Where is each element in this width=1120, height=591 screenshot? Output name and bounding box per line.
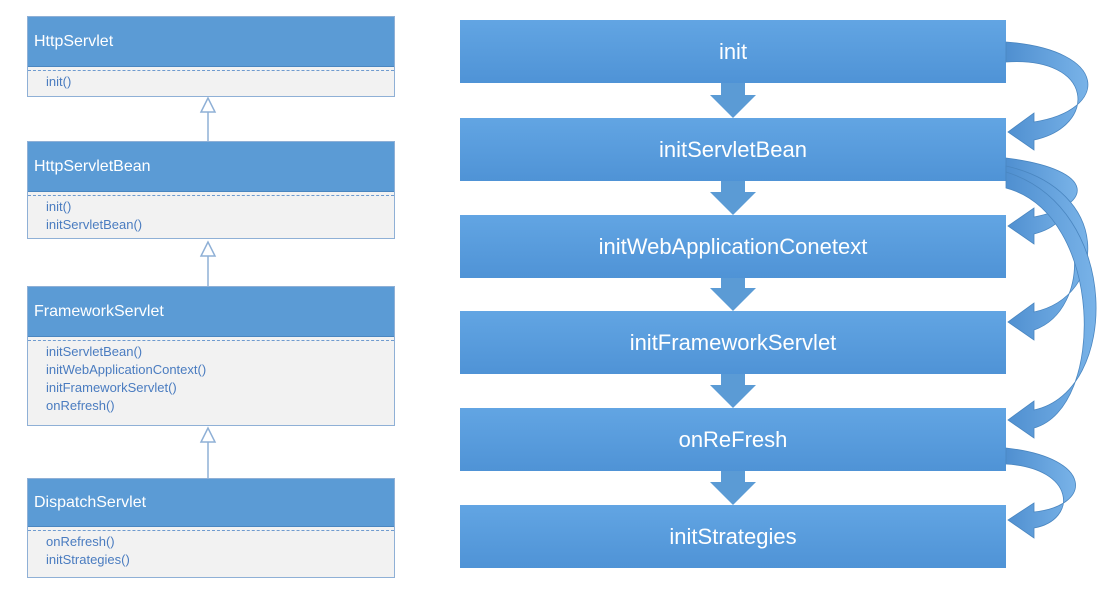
uml-separator: [28, 530, 394, 531]
uml-class-frameworkservlet: FrameworkServlet initServletBean() initW…: [27, 286, 395, 426]
uml-method-list: initServletBean() initWebApplicationCont…: [28, 341, 394, 415]
uml-method: initServletBean(): [46, 344, 143, 359]
uml-method: initFrameworkServlet(): [46, 380, 177, 395]
uml-method: initWebApplicationContext(): [46, 362, 207, 377]
down-arrow-icon: [710, 83, 756, 118]
inheritance-links: [199, 96, 217, 478]
down-arrow-icon: [710, 278, 756, 311]
curved-arrow-icon: [1005, 41, 1089, 151]
inheritance-arrowhead-icon: [199, 240, 217, 257]
inheritance-arrowhead-icon: [199, 426, 217, 443]
uml-method: initServletBean(): [46, 217, 143, 232]
uml-method: onRefresh(): [46, 534, 115, 549]
uml-method-list: init() initServletBean(): [28, 196, 394, 234]
uml-separator: [28, 340, 394, 341]
uml-method: init(): [46, 74, 72, 89]
inheritance-arrowhead-icon: [199, 96, 217, 113]
flow-step-initstrategies: initStrategies: [460, 505, 1006, 568]
down-arrow-icon: [710, 181, 756, 215]
uml-method-list: onRefresh() initStrategies(): [28, 531, 394, 569]
flow-step-init: init: [460, 20, 1006, 83]
flow-down-arrows: [710, 83, 756, 505]
uml-class-dispatchservlet: DispatchServlet onRefresh() initStrategi…: [27, 478, 395, 578]
uml-separator: [28, 70, 394, 71]
flow-step-initframeworkservlet: initFrameworkServlet: [460, 311, 1006, 374]
uml-method: init(): [46, 199, 72, 214]
uml-method: onRefresh(): [46, 398, 115, 413]
flow-step-onrefresh: onReFresh: [460, 408, 1006, 471]
call-curves: [1005, 41, 1097, 539]
uml-class-name: DispatchServlet: [28, 479, 394, 527]
uml-separator: [28, 195, 394, 196]
uml-method: initStrategies(): [46, 552, 130, 567]
curved-arrow-icon: [1005, 171, 1097, 439]
uml-class-name: HttpServlet: [28, 17, 394, 67]
flow-step-initservletbean: initServletBean: [460, 118, 1006, 181]
down-arrow-icon: [710, 471, 756, 505]
uml-class-name: FrameworkServlet: [28, 287, 394, 337]
flow-step-initwebapplicationcontext: initWebApplicationConetext: [460, 215, 1006, 278]
curved-arrow-icon: [1005, 447, 1076, 539]
uml-class-httpservletbean: HttpServletBean init() initServletBean(): [27, 141, 395, 239]
uml-method-list: init(): [28, 71, 394, 91]
uml-class-httpservlet: HttpServlet init(): [27, 16, 395, 97]
uml-class-name: HttpServletBean: [28, 142, 394, 192]
down-arrow-icon: [710, 374, 756, 408]
